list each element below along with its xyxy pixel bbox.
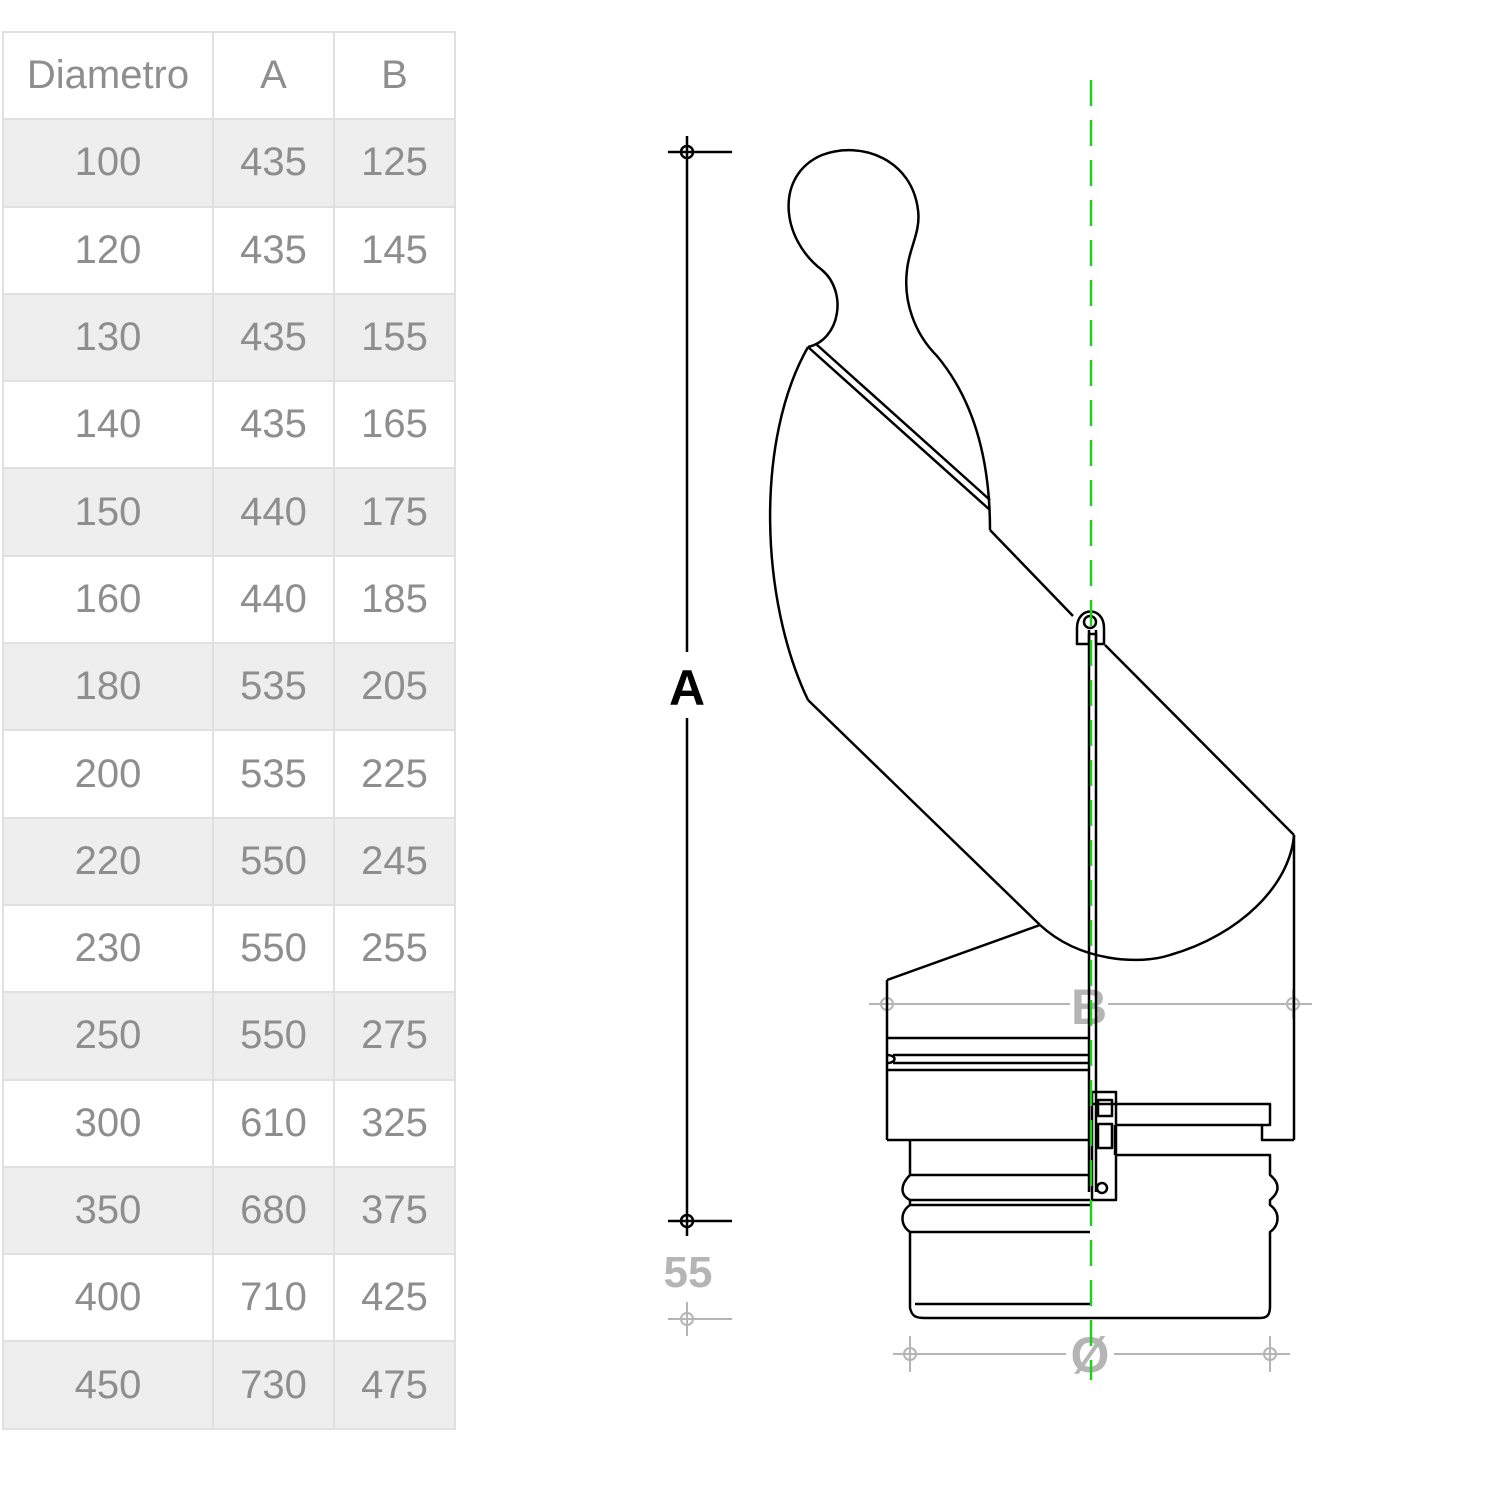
cell-b: 155: [333, 292, 456, 383]
cowl-outline: [768, 148, 1296, 1320]
dimension-55: [668, 1302, 732, 1336]
cell-diametro: 220: [2, 816, 214, 906]
cell-diametro: 100: [2, 118, 214, 208]
cell-a: 435: [212, 118, 335, 208]
cell-a: 730: [212, 1340, 335, 1430]
cell-a: 550: [212, 991, 335, 1081]
cell-diametro: 140: [2, 380, 214, 470]
dimension-a-label: A: [669, 660, 705, 716]
header-b: B: [333, 30, 456, 121]
cell-b: 205: [333, 642, 456, 732]
table-header-row: Diametro A B: [2, 30, 456, 121]
cell-a: 550: [212, 816, 335, 906]
dimension-diameter: [893, 1336, 1290, 1372]
cell-b: 185: [333, 554, 456, 645]
cell-diametro: 130: [2, 292, 214, 383]
cell-b: 375: [333, 1165, 456, 1256]
cell-diametro: 450: [2, 1340, 214, 1430]
cell-b: 175: [333, 467, 456, 557]
cell-diametro: 160: [2, 554, 214, 645]
cell-b: 125: [333, 118, 456, 208]
cell-b: 425: [333, 1253, 456, 1343]
cell-b: 225: [333, 729, 456, 819]
cell-diametro: 250: [2, 991, 214, 1081]
cell-diametro: 300: [2, 1078, 214, 1168]
cell-b: 475: [333, 1340, 456, 1430]
cell-b: 325: [333, 1078, 456, 1168]
cell-b: 275: [333, 991, 456, 1081]
cell-b: 145: [333, 205, 456, 295]
cell-diametro: 400: [2, 1253, 214, 1343]
header-diametro: Diametro: [2, 30, 214, 121]
cell-diametro: 230: [2, 903, 214, 994]
cell-a: 535: [212, 642, 335, 732]
cell-diametro: 350: [2, 1165, 214, 1256]
cell-b: 255: [333, 903, 456, 994]
cell-diametro: 200: [2, 729, 214, 819]
header-a: A: [212, 30, 335, 121]
cell-a: 680: [212, 1165, 335, 1256]
cell-a: 610: [212, 1078, 335, 1168]
cell-a: 435: [212, 292, 335, 383]
cell-a: 435: [212, 380, 335, 470]
cell-b: 165: [333, 380, 456, 470]
cell-a: 535: [212, 729, 335, 819]
cell-a: 710: [212, 1253, 335, 1343]
dimension-a: [668, 136, 732, 1236]
cell-a: 550: [212, 903, 335, 994]
cell-diametro: 180: [2, 642, 214, 732]
cell-b: 245: [333, 816, 456, 906]
cell-a: 435: [212, 205, 335, 295]
cell-diametro: 150: [2, 467, 214, 557]
cell-a: 440: [212, 467, 335, 557]
cell-diametro: 120: [2, 205, 214, 295]
cell-a: 440: [212, 554, 335, 645]
dimension-55-label: 55: [664, 1248, 713, 1297]
